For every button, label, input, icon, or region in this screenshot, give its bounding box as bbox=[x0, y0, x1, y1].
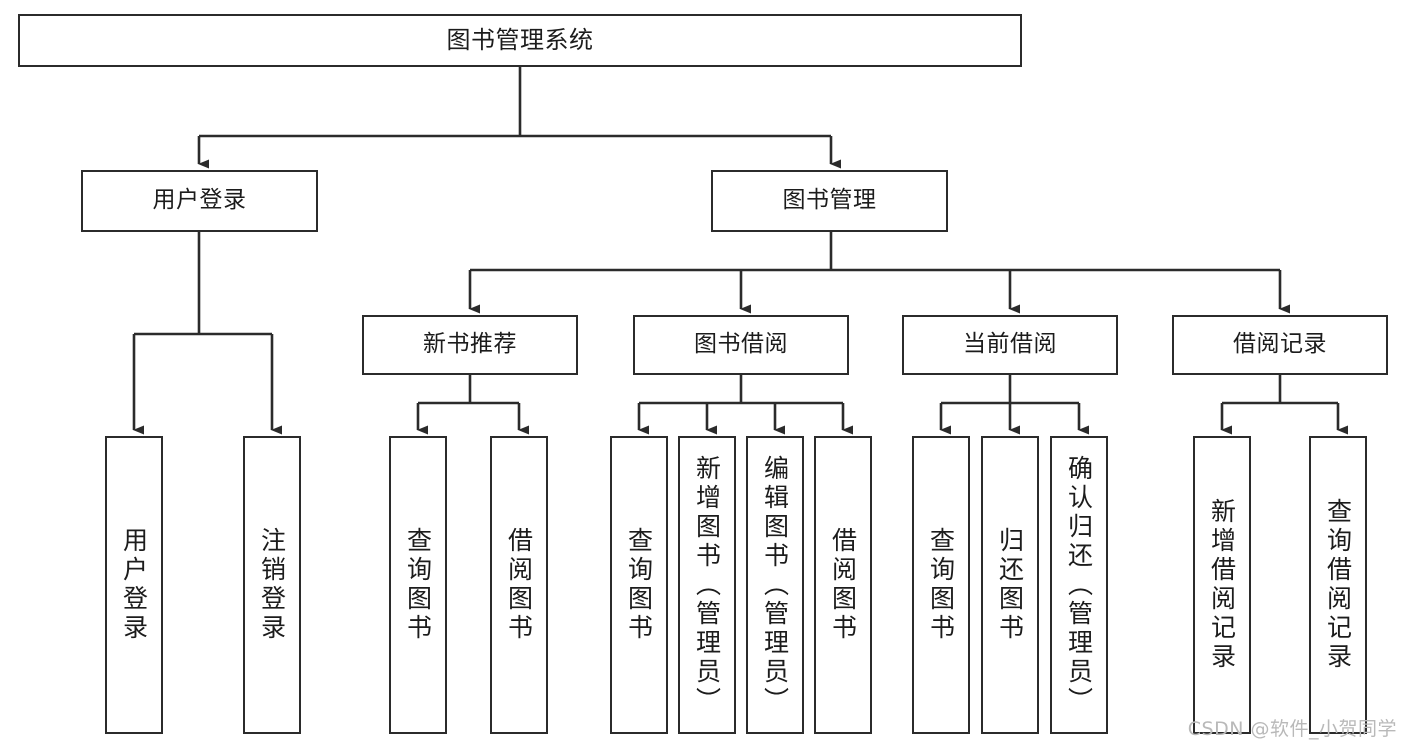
node-book-management[interactable]: 图书管理 bbox=[711, 170, 948, 232]
node-leaf-borrow-book-2[interactable]: 借阅图书 bbox=[814, 436, 872, 734]
node-leaf-logout-login-label: 注销登录 bbox=[257, 527, 287, 643]
node-book-management-label: 图书管理 bbox=[782, 187, 877, 214]
node-leaf-edit-book-label: 编辑图书（管理员） bbox=[760, 454, 790, 716]
node-leaf-borrow-book-1[interactable]: 借阅图书 bbox=[490, 436, 548, 734]
csdn-watermark: CSDN @软件_小贺同学 bbox=[1187, 718, 1397, 740]
node-root[interactable]: 图书管理系统 bbox=[18, 14, 1022, 67]
node-leaf-borrow-book-1-label: 借阅图书 bbox=[504, 527, 534, 643]
node-leaf-logout-login[interactable]: 注销登录 bbox=[243, 436, 301, 734]
node-leaf-confirm-return[interactable]: 确认归还（管理员） bbox=[1050, 436, 1108, 734]
node-leaf-user-login-label: 用户登录 bbox=[119, 527, 149, 643]
node-leaf-query-book-1-label: 查询图书 bbox=[403, 527, 433, 643]
node-root-label: 图书管理系统 bbox=[446, 26, 594, 55]
node-user-login[interactable]: 用户登录 bbox=[81, 170, 318, 232]
node-leaf-query-borrow-record[interactable]: 查询借阅记录 bbox=[1309, 436, 1367, 734]
node-leaf-query-book-1[interactable]: 查询图书 bbox=[389, 436, 447, 734]
node-user-login-label: 用户登录 bbox=[152, 187, 247, 214]
node-leaf-add-book[interactable]: 新增图书（管理员） bbox=[678, 436, 736, 734]
node-leaf-add-borrow-record-label: 新增借阅记录 bbox=[1207, 498, 1237, 672]
node-new-book-recommend[interactable]: 新书推荐 bbox=[362, 315, 578, 375]
node-leaf-query-borrow-record-label: 查询借阅记录 bbox=[1323, 498, 1353, 672]
node-new-book-recommend-label: 新书推荐 bbox=[423, 331, 517, 358]
node-current-borrow-label: 当前借阅 bbox=[963, 331, 1057, 358]
node-borrow-record-label: 借阅记录 bbox=[1233, 331, 1327, 358]
node-leaf-query-book-2-label: 查询图书 bbox=[624, 527, 654, 643]
node-borrow-record[interactable]: 借阅记录 bbox=[1172, 315, 1388, 375]
node-leaf-edit-book[interactable]: 编辑图书（管理员） bbox=[746, 436, 804, 734]
node-leaf-return-book[interactable]: 归还图书 bbox=[981, 436, 1039, 734]
node-current-borrow[interactable]: 当前借阅 bbox=[902, 315, 1118, 375]
node-leaf-user-login[interactable]: 用户登录 bbox=[105, 436, 163, 734]
node-leaf-borrow-book-2-label: 借阅图书 bbox=[828, 527, 858, 643]
node-leaf-query-book-3-label: 查询图书 bbox=[926, 527, 956, 643]
node-leaf-add-borrow-record[interactable]: 新增借阅记录 bbox=[1193, 436, 1251, 734]
node-book-borrow-label: 图书借阅 bbox=[694, 331, 788, 358]
node-leaf-return-book-label: 归还图书 bbox=[995, 527, 1025, 643]
node-book-borrow[interactable]: 图书借阅 bbox=[633, 315, 849, 375]
node-leaf-query-book-2[interactable]: 查询图书 bbox=[610, 436, 668, 734]
node-leaf-confirm-return-label: 确认归还（管理员） bbox=[1064, 454, 1094, 716]
node-leaf-add-book-label: 新增图书（管理员） bbox=[692, 454, 722, 716]
node-leaf-query-book-3[interactable]: 查询图书 bbox=[912, 436, 970, 734]
